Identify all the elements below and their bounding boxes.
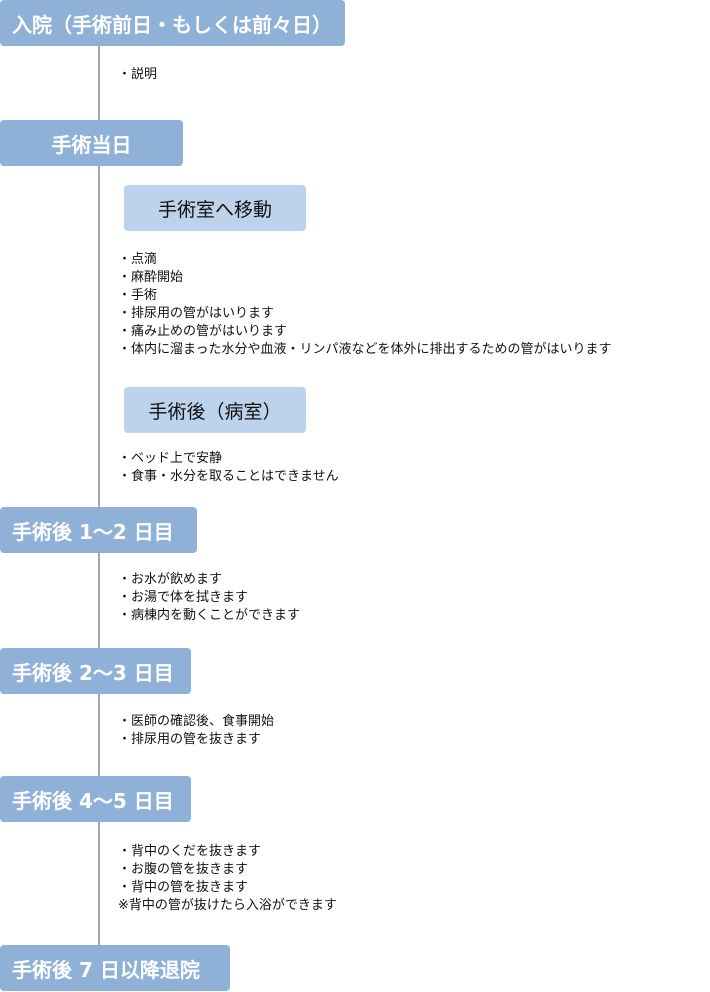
stage-discharge: 手術後 7 日以降退院 xyxy=(0,945,230,991)
stage-surgery-day: 手術当日 xyxy=(0,120,183,166)
list-item: ・お腹の管を抜きます xyxy=(118,862,249,877)
list-item: ・排尿用の管がはいります xyxy=(118,306,275,321)
substage-post-surgery-ward: 手術後（病室） xyxy=(124,387,306,433)
stage-label: 入院（手術前日・もしくは前々日） xyxy=(12,12,332,37)
list-item: ・食事・水分を取ることはできません xyxy=(118,469,339,484)
list-item: ・痛み止めの管がはいります xyxy=(118,324,288,339)
stage-post-op-day-2-3: 手術後 2～3 日目 xyxy=(0,648,191,694)
list-item: ・麻酔開始 xyxy=(118,270,184,285)
stage-post-op-day-1-2: 手術後 1～2 日目 xyxy=(0,507,197,553)
timeline-line xyxy=(98,20,100,970)
list-item: ・体内に溜まった水分や血液・リンパ液などを体外に排出するための管がはいります xyxy=(118,342,612,357)
substage-label: 手術室へ移動 xyxy=(157,198,272,221)
list-item: ・病棟内を動くことができます xyxy=(118,608,301,623)
stage-label: 手術後 1～2 日目 xyxy=(12,519,174,544)
list-item: ・背中の管を抜きます xyxy=(118,880,249,895)
stage-admission: 入院（手術前日・もしくは前々日） xyxy=(0,0,345,46)
list-item: ・背中のくだを抜きます xyxy=(118,844,262,859)
stage-post-op-day-4-5: 手術後 4～5 日目 xyxy=(0,776,191,822)
post-op-day-4-5-items: ・背中のくだを抜きます ・お腹の管を抜きます ・背中の管を抜きます ※背中の管が… xyxy=(118,843,337,915)
list-item: ※背中の管が抜けたら入浴ができます xyxy=(118,898,337,913)
list-item: ・医師の確認後、食事開始 xyxy=(118,714,275,729)
substage-label: 手術後（病室） xyxy=(148,400,282,423)
stage-label: 手術後 4～5 日目 xyxy=(12,788,174,813)
substage-move-to-operating-room: 手術室へ移動 xyxy=(124,185,306,231)
stage-label: 手術後 2～3 日目 xyxy=(12,660,174,685)
post-surgery-ward-items: ・ベッド上で安静 ・食事・水分を取ることはできません xyxy=(118,450,339,486)
list-item: ・ベッド上で安静 xyxy=(118,451,223,466)
list-item: ・手術 xyxy=(118,288,158,303)
list-item: ・お水が飲めます xyxy=(118,572,223,587)
operating-room-items: ・点滴 ・麻酔開始 ・手術 ・排尿用の管がはいります ・痛み止めの管がはいります… xyxy=(118,251,611,359)
list-item: ・排尿用の管を抜きます xyxy=(118,732,262,747)
list-item: ・お湯で体を拭きます xyxy=(118,590,249,605)
post-op-day-1-2-items: ・お水が飲めます ・お湯で体を拭きます ・病棟内を動くことができます xyxy=(118,571,300,625)
stage-label: 手術当日 xyxy=(51,132,132,157)
post-op-day-2-3-items: ・医師の確認後、食事開始 ・排尿用の管を抜きます xyxy=(118,713,274,749)
admission-items: ・説明 xyxy=(118,66,157,84)
list-item: ・説明 xyxy=(118,67,158,82)
list-item: ・点滴 xyxy=(118,252,158,267)
stage-label: 手術後 7 日以降退院 xyxy=(12,957,200,982)
